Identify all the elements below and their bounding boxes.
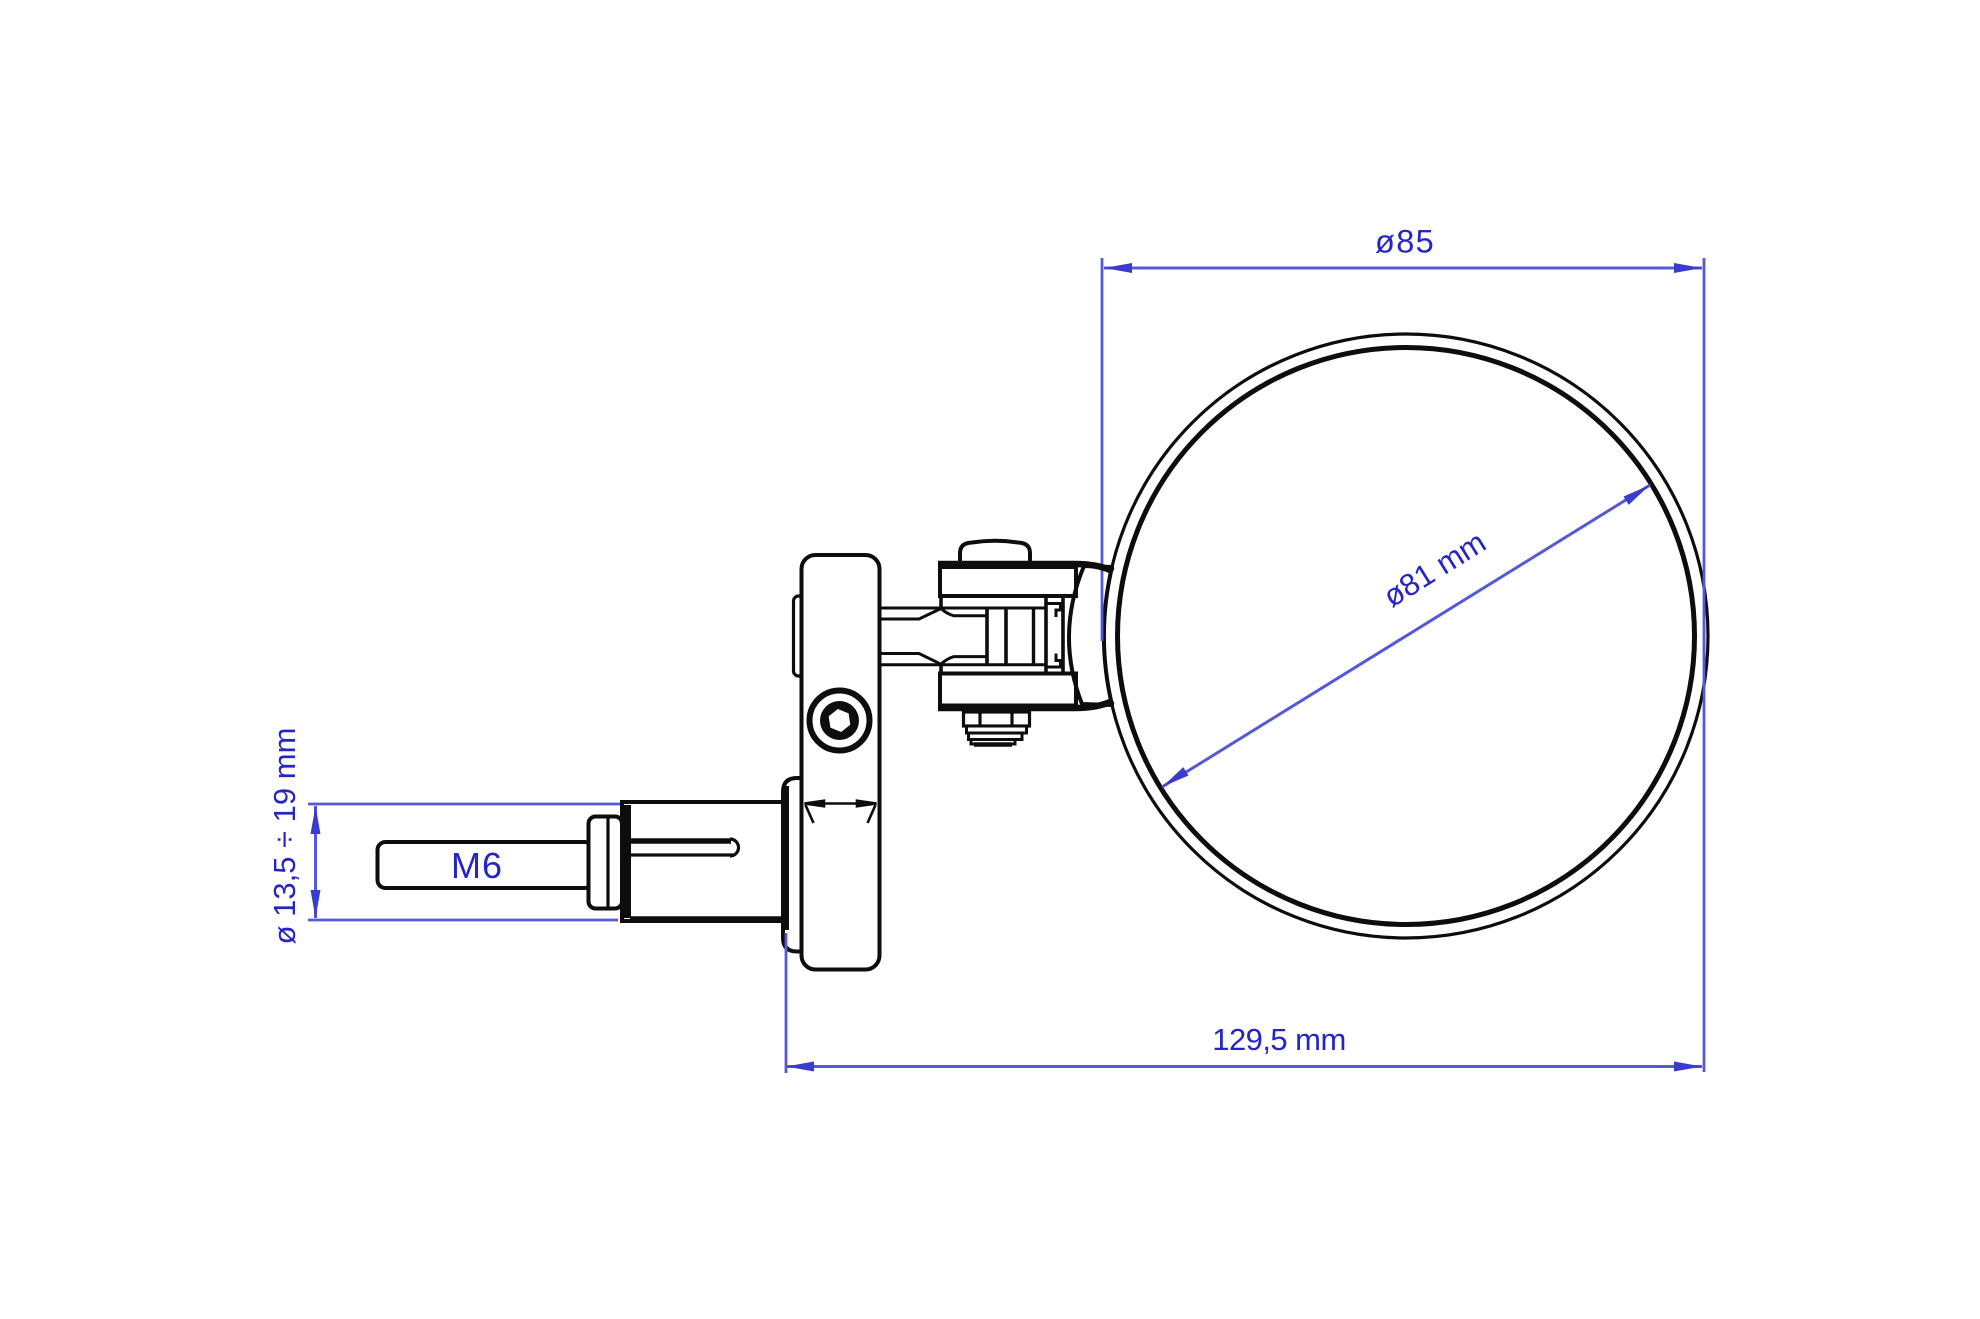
svg-text:ø85: ø85 — [1375, 224, 1435, 260]
svg-text:129,5 mm: 129,5 mm — [1212, 1022, 1345, 1057]
svg-text:ø 13,5 ÷ 19 mm: ø 13,5 ÷ 19 mm — [267, 728, 302, 945]
svg-text:M6: M6 — [451, 845, 503, 886]
